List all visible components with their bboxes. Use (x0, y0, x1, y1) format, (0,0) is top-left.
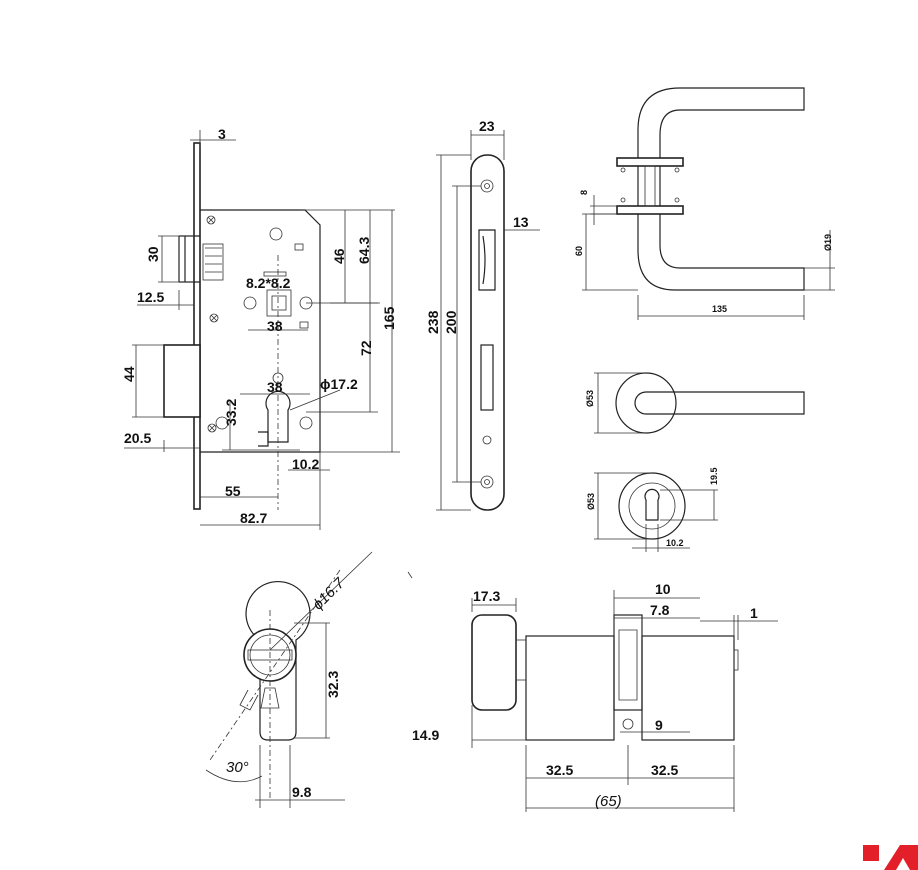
dim-centre-distance: 72 (358, 340, 374, 356)
dim-cylinder-fixing: 38 (267, 379, 283, 395)
lock-body-view: 3 30 12.5 44 20.5 8.2*8.2 46 64.3 38 38 … (121, 126, 400, 530)
dim-rose-dia: Ø53 (585, 390, 595, 407)
lever-profile (637, 87, 805, 291)
dim-knob-offset: 14.9 (412, 727, 439, 743)
spindle-follower (266, 289, 292, 317)
cylinder-side-view: 17.3 14.9 10 7.8 1 9 32.5 32.5 (65) (407, 571, 778, 812)
dim-cylinder-width: 9.8 (292, 784, 312, 800)
dim-faceplate-thickness-side: 13 (513, 214, 529, 230)
dim-cylinder-hole: ϕ17.2 (320, 376, 358, 392)
lever-handle-view: 8 60 Ø19 135 (574, 87, 835, 320)
dim-fixing-distance: 200 (443, 310, 459, 334)
lock-faceplate (193, 142, 201, 510)
dim-keyhole-height: 19.5 (709, 467, 719, 485)
dim-faceplate-thickness: 3 (218, 126, 226, 142)
rose-front-view: Ø53 (585, 372, 805, 434)
dim-spindle-fixing: 38 (267, 318, 283, 334)
cylinder-front-view: ϕ16.7 32.3 30° 9.8 (205, 551, 373, 808)
lock-case (200, 209, 321, 453)
lever-front (634, 391, 805, 415)
dim-latch-height: 30 (145, 246, 161, 262)
rose-bottom (616, 205, 684, 215)
rose-circle (615, 372, 677, 434)
dim-deadbolt-height: 44 (121, 366, 137, 382)
dim-total-length: (65) (595, 793, 622, 810)
dim-screw-hole: 9 (655, 717, 663, 733)
dim-spindle-top: 46 (331, 248, 347, 264)
dim-cam-angle: 30° (226, 759, 249, 776)
dim-deadbolt-offset: 20.5 (124, 430, 151, 446)
dim-escutcheon-dia: Ø53 (586, 493, 596, 510)
faceplate-outline (470, 154, 505, 511)
dim-spindle-square: 8.2*8.2 (246, 275, 291, 291)
dim-lever-dia: Ø19 (823, 234, 833, 251)
dim-end-gap: 1 (750, 605, 758, 621)
dim-spindle-edge: 64.3 (356, 237, 372, 264)
dim-backset: 55 (225, 483, 241, 499)
dim-knob-length: 17.3 (473, 588, 500, 604)
cylinder-hole (265, 390, 291, 443)
dim-cylinder-height: 33.2 (223, 399, 239, 426)
cylinder-left-half (525, 635, 615, 741)
dim-case-depth: 82.7 (240, 510, 267, 526)
dim-lever-length: 135 (712, 304, 727, 314)
escutcheon-keyhole (644, 488, 660, 521)
dim-lever-offset: 60 (574, 246, 584, 256)
dim-cam-inner: 7.8 (650, 602, 670, 618)
dim-half-left: 32.5 (546, 762, 573, 778)
dim-faceplate-length: 238 (425, 310, 441, 334)
dim-rose-spacing: 8 (579, 190, 589, 195)
deadbolt (163, 344, 201, 418)
brand-logo-icon (863, 845, 918, 870)
dim-latch-offset: 12.5 (137, 289, 164, 305)
cylinder-profile (245, 581, 311, 741)
dim-cylinder-slot: 10.2 (292, 456, 319, 472)
rose-top (616, 157, 684, 167)
dim-faceplate-width: 23 (479, 118, 495, 134)
cylinder-knob (471, 614, 517, 711)
dim-half-right: 32.5 (651, 762, 678, 778)
cylinder-cam (613, 614, 643, 711)
faceplate-view: 23 13 238 200 (425, 118, 540, 511)
dim-cam-width: 10 (655, 581, 671, 597)
escutcheon-view: Ø53 19.5 10.2 (586, 467, 719, 552)
dim-keyhole-width: 10.2 (666, 538, 684, 548)
dim-case-height: 165 (381, 306, 397, 330)
dim-cylinder-front-height: 32.3 (325, 671, 341, 698)
